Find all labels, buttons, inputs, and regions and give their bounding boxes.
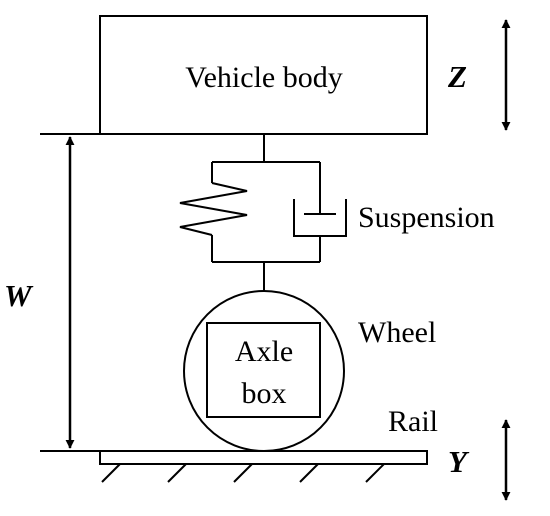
vehicle-body-label: Vehicle body bbox=[185, 61, 342, 94]
suspension-assembly bbox=[179, 134, 347, 292]
axle-box bbox=[206, 322, 321, 418]
axle-box-label-line1: Axle bbox=[235, 335, 293, 368]
rail-bar bbox=[99, 450, 428, 465]
spring-zigzag bbox=[179, 182, 248, 236]
rail-label: Rail bbox=[388, 405, 438, 438]
ground-hatching bbox=[101, 463, 385, 483]
w-symbol: W bbox=[4, 278, 34, 313]
z-symbol: Z bbox=[447, 59, 467, 94]
axle-box-label-line2: box bbox=[242, 377, 287, 410]
wheel-label: Wheel bbox=[358, 316, 436, 349]
suspension-label: Suspension bbox=[358, 201, 495, 234]
y-symbol: Y bbox=[448, 444, 470, 479]
